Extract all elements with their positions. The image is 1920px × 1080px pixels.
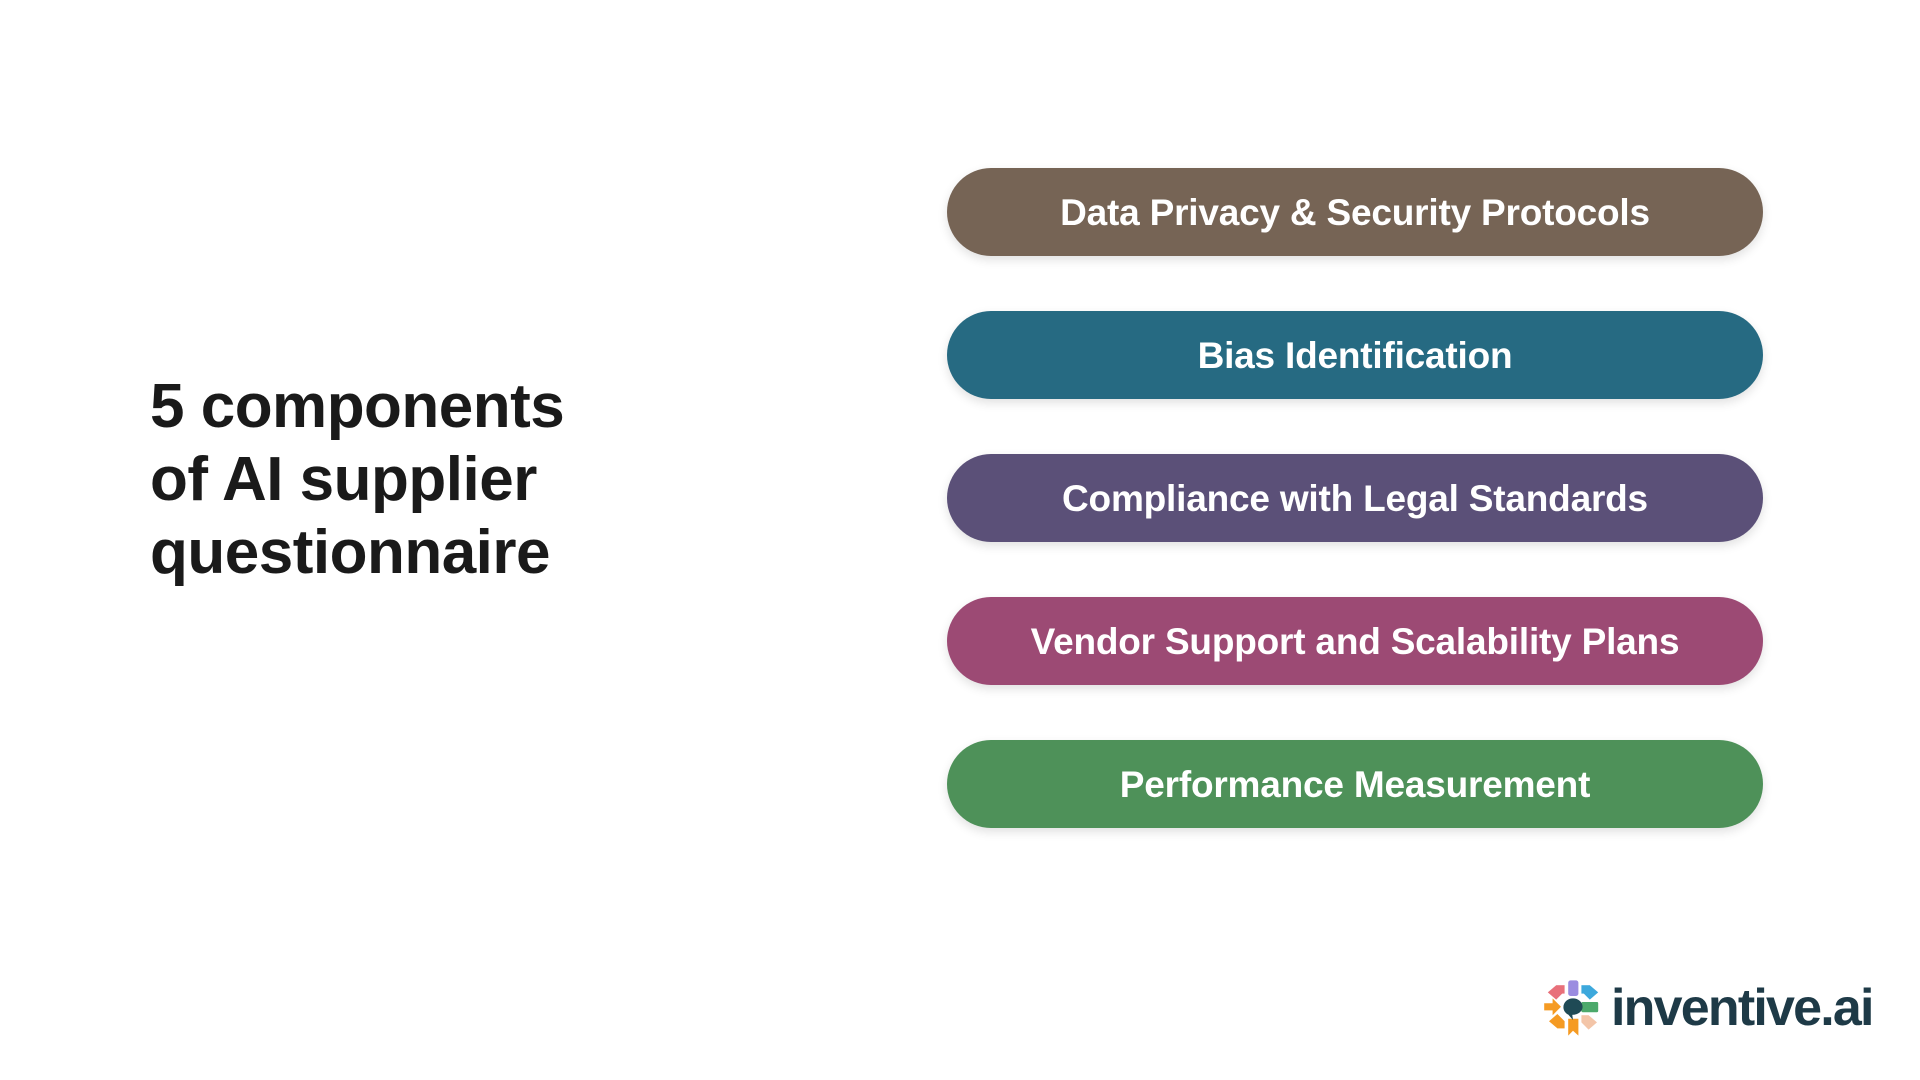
component-pill-performance-measurement[interactable]: Performance Measurement xyxy=(947,740,1763,828)
page-title-line-1: 5 components xyxy=(150,372,565,441)
page-title: 5 components of AI supplier questionnair… xyxy=(150,370,670,589)
component-list: Data Privacy & Security Protocols Bias I… xyxy=(947,168,1763,828)
component-pill-label: Vendor Support and Scalability Plans xyxy=(1030,620,1680,662)
inventive-starburst-icon xyxy=(1544,980,1599,1036)
component-pill-compliance-with-legal-standards[interactable]: Compliance with Legal Standards xyxy=(947,454,1763,542)
component-pill-label: Bias Identification xyxy=(1197,334,1513,376)
component-pill-data-privacy-security-protocols[interactable]: Data Privacy & Security Protocols xyxy=(947,168,1763,256)
component-pill-label: Data Privacy & Security Protocols xyxy=(1060,191,1650,233)
component-pill-bias-identification[interactable]: Bias Identification xyxy=(947,311,1763,399)
page-title-line-2: of AI supplier xyxy=(150,445,537,515)
brand-wordmark: inventive.ai xyxy=(1611,979,1874,1037)
page-title-line-3: questionnaire xyxy=(150,518,551,588)
component-pill-label: Compliance with Legal Standards xyxy=(1062,477,1648,519)
component-pill-label: Performance Measurement xyxy=(1119,763,1591,805)
brand-logo: inventive.ai xyxy=(1543,978,1874,1038)
component-pill-vendor-support-and-scalability-plans[interactable]: Vendor Support and Scalability Plans xyxy=(947,597,1763,685)
